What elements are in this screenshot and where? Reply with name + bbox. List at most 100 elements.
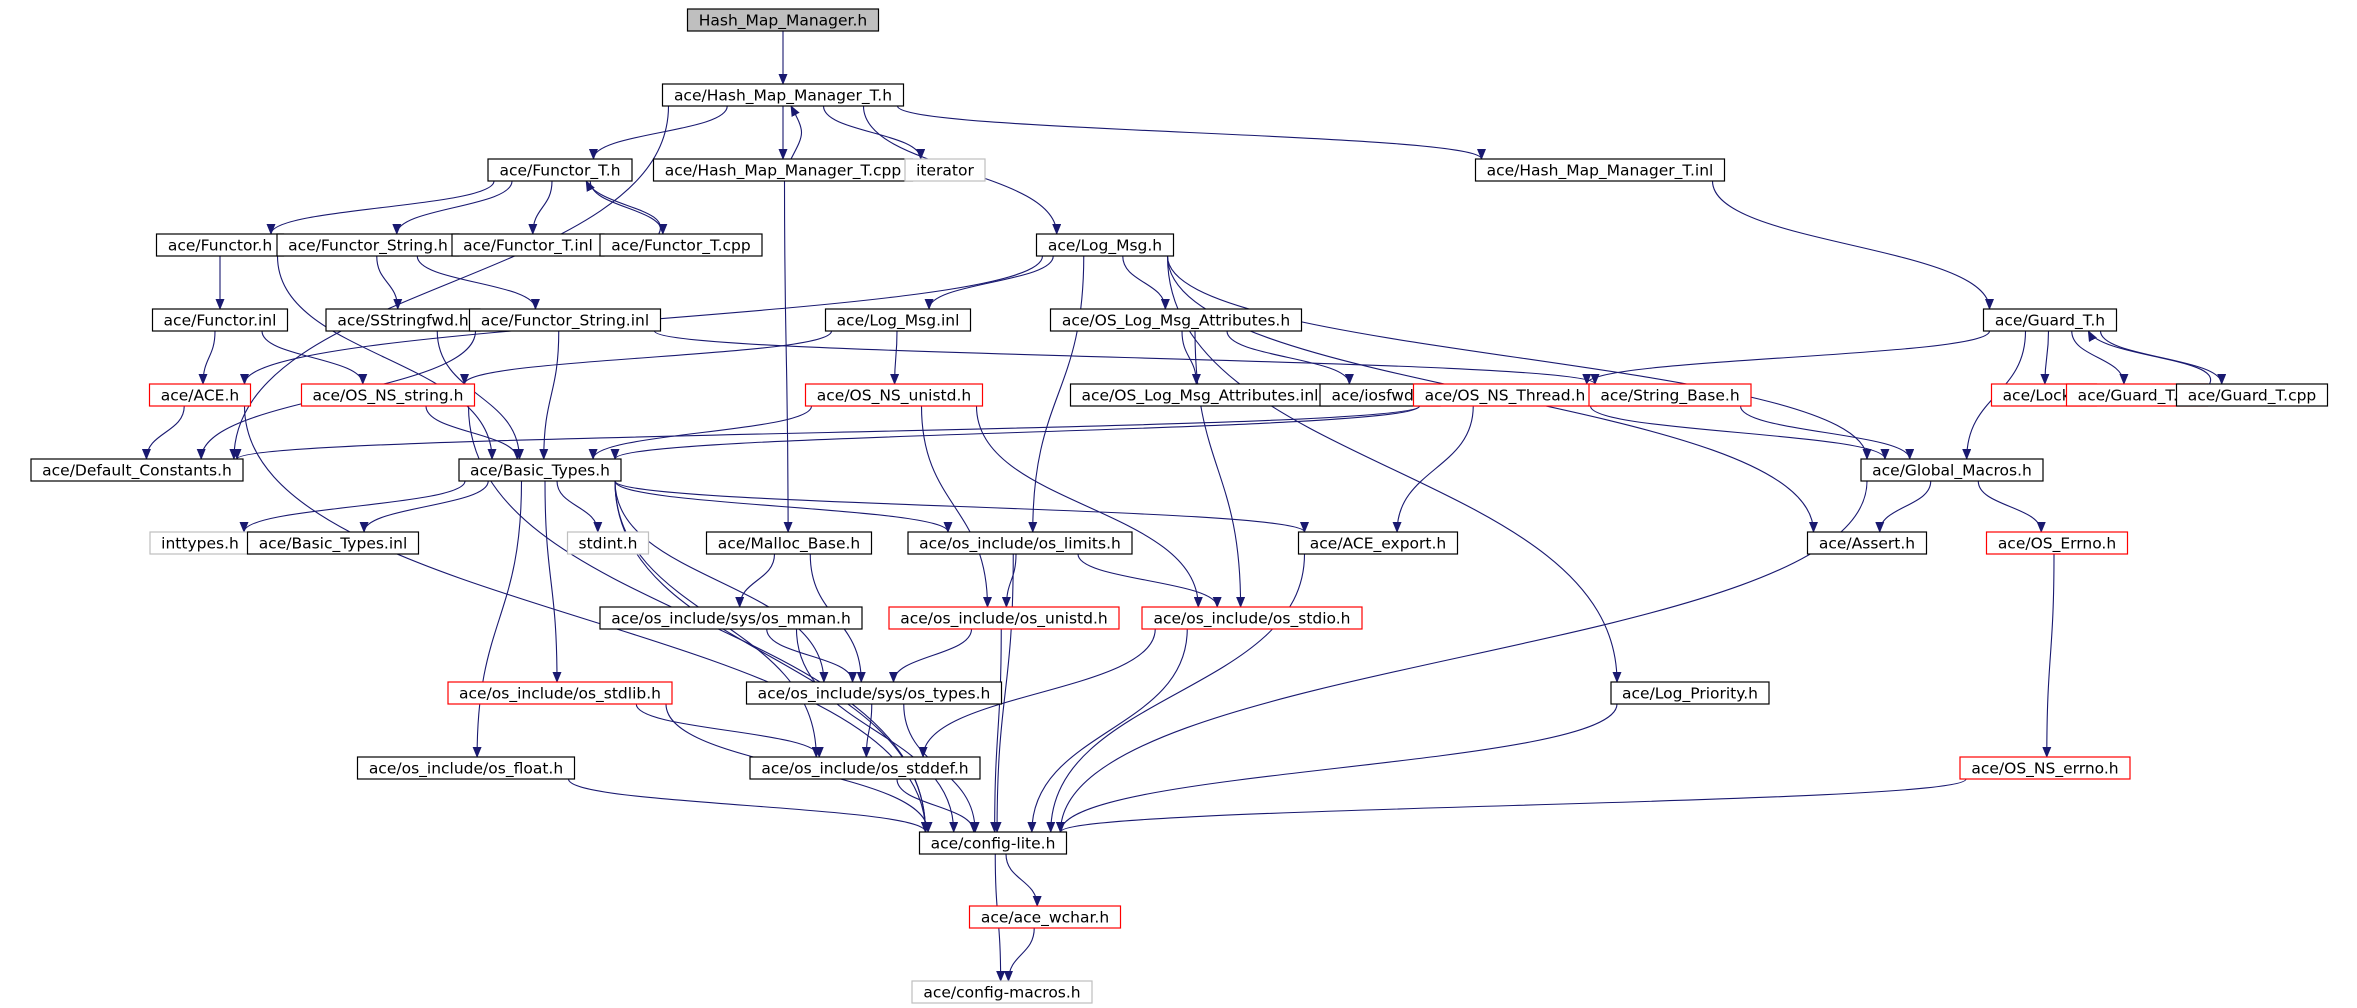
node-log-priority[interactable]: ace/Log_Priority.h — [1610, 681, 1770, 705]
node-functor-t-inl[interactable]: ace/Functor_T.inl — [451, 233, 605, 257]
edge-functor_inl-to-os_ns_string — [261, 330, 368, 385]
node-ace-h[interactable]: ace/ACE.h — [148, 383, 252, 407]
node-guard-t-h[interactable]: ace/Guard_T.h — [1982, 308, 2118, 332]
node-assert-h[interactable]: ace/Assert.h — [1806, 531, 1928, 555]
node-sstringfwd[interactable]: ace/SStringfwd.h — [325, 308, 481, 332]
node-label: ace/OS_NS_Thread.h — [1425, 387, 1586, 406]
edge-malloc_base-to-sys_os_mman — [735, 553, 776, 608]
node-label: ace/Log_Msg.h — [1048, 237, 1162, 256]
node-box — [447, 681, 673, 705]
node-box — [1588, 383, 1752, 407]
node-guard-t-cpp[interactable]: ace/Guard_T.cpp — [2175, 383, 2329, 407]
node-os-float[interactable]: ace/os_include/os_float.h — [356, 756, 576, 780]
node-os-ns-thread[interactable]: ace/OS_NS_Thread.h — [1412, 383, 1598, 407]
node-stdint: stdint.h — [566, 531, 650, 555]
node-os-limits[interactable]: ace/os_include/os_limits.h — [907, 531, 1133, 555]
edge-config_lite-to-ace_wchar — [1005, 853, 1042, 907]
edge-os_log_msg_attr_h-to-iosfwd — [1226, 330, 1354, 385]
node-os-stddef[interactable]: ace/os_include/os_stddef.h — [749, 756, 981, 780]
node-string-base[interactable]: ace/String_Base.h — [1588, 383, 1752, 407]
node-box — [599, 606, 863, 630]
node-hmmt-cpp[interactable]: ace/Hash_Map_Manager_T.cpp — [652, 158, 914, 182]
node-label: ace/Functor_T.h — [499, 162, 620, 181]
node-label: ace/ACE_export.h — [1310, 535, 1446, 554]
node-label: ace/Functor_String.h — [288, 237, 448, 256]
node-box — [968, 905, 1122, 929]
node-os-ns-string[interactable]: ace/OS_NS_string.h — [300, 383, 476, 407]
node-box — [888, 606, 1120, 630]
node-default-constants[interactable]: ace/Default_Constants.h — [30, 458, 244, 482]
node-os-log-msg-attr-inl[interactable]: ace/OS_Log_Msg_Attributes.inl — [1069, 383, 1331, 407]
edge-functor_string_h-to-functor_string_inl — [416, 255, 540, 310]
edge-os_ns_thread-to-default_constants — [232, 405, 1421, 460]
node-global-macros[interactable]: ace/Global_Macros.h — [1860, 458, 2044, 482]
node-functor-string-inl[interactable]: ace/Functor_String.inl — [468, 308, 662, 332]
node-os-stdio[interactable]: ace/os_include/os_stdio.h — [1141, 606, 1363, 630]
node-functor-h[interactable]: ace/Functor.h — [155, 233, 285, 257]
node-os-log-msg-attr-h[interactable]: ace/OS_Log_Msg_Attributes.h — [1049, 308, 1303, 332]
node-basic-types-inl[interactable]: ace/Basic_Types.inl — [246, 531, 420, 555]
node-label: ace/Assert.h — [1819, 535, 1915, 553]
node-label: inttypes.h — [161, 535, 239, 553]
edge-ace_h-to-default_constants — [141, 405, 185, 460]
node-malloc-base[interactable]: ace/Malloc_Base.h — [705, 531, 873, 555]
node-label: ace/Hash_Map_Manager_T.cpp — [665, 162, 902, 181]
node-ace-export[interactable]: ace/ACE_export.h — [1297, 531, 1459, 555]
node-box — [749, 756, 981, 780]
edge-global_macros-to-config_lite — [1056, 480, 1868, 833]
node-config-lite[interactable]: ace/config-lite.h — [918, 831, 1068, 855]
node-box — [1297, 531, 1459, 555]
edge-os_stdio-to-os_stddef — [918, 628, 1156, 758]
edge-os_ns_thread-to-basic_types_h — [610, 405, 1421, 460]
node-log-msg-h[interactable]: ace/Log_Msg.h — [1035, 233, 1175, 257]
edge-os_float-to-config_lite — [567, 778, 930, 833]
node-basic-types-h[interactable]: ace/Basic_Types.h — [458, 458, 622, 482]
node-guard-t-inl[interactable]: ace/Guard_T.inl — [2065, 383, 2209, 407]
edge-log_msg_inl-to-os_ns_unistd — [890, 330, 900, 385]
node-os-stdlib[interactable]: ace/os_include/os_stdlib.h — [447, 681, 673, 705]
node-functor-inl[interactable]: ace/Functor.inl — [151, 308, 289, 332]
node-label: ace/os_include/sys/os_mman.h — [611, 610, 851, 629]
edge-global_macros-to-os_errno_ace — [1977, 480, 2046, 533]
node-box — [356, 756, 576, 780]
node-label: ace/config-macros.h — [923, 984, 1080, 1002]
node-root[interactable]: Hash_Map_Manager.h — [686, 8, 880, 32]
node-box — [487, 158, 633, 182]
node-os-unistd[interactable]: ace/os_include/os_unistd.h — [888, 606, 1120, 630]
node-hmmt-inl[interactable]: ace/Hash_Map_Manager_T.inl — [1474, 158, 1726, 182]
node-box — [300, 383, 476, 407]
dependency-edges — [141, 30, 2227, 982]
node-label: ace/Malloc_Base.h — [718, 535, 861, 554]
node-box — [1806, 531, 1928, 555]
node-hmmt-h[interactable]: ace/Hash_Map_Manager_T.h — [661, 83, 905, 107]
node-box — [458, 458, 622, 482]
node-box — [1860, 458, 2044, 482]
edge-os_unistd-to-sys_os_types — [889, 628, 973, 683]
node-label: ace/String_Base.h — [1600, 387, 1739, 406]
node-label: Hash_Map_Manager.h — [699, 12, 868, 31]
node-box — [705, 531, 873, 555]
node-functor-t-h[interactable]: ace/Functor_T.h — [487, 158, 633, 182]
node-label: ace/Log_Priority.h — [1622, 685, 1758, 704]
node-box — [246, 531, 420, 555]
edge-hmmt_h-to-functor_t_h — [589, 105, 728, 160]
edge-functor_string_h-to-sstringfwd — [376, 255, 403, 310]
node-sys-os-types[interactable]: ace/os_include/sys/os_types.h — [745, 681, 1003, 705]
node-label: ace/ace_wchar.h — [981, 909, 1109, 928]
node-box — [1985, 531, 2129, 555]
node-label: ace/OS_Errno.h — [1998, 535, 2116, 554]
node-label: ace/Functor_T.inl — [463, 237, 593, 256]
edge-basic_types_h-to-ace_export — [614, 480, 1309, 533]
node-label: ace/Basic_Types.h — [470, 462, 610, 481]
edge-basic_types_h-to-os_float — [472, 480, 523, 758]
node-functor-t-cpp[interactable]: ace/Functor_T.cpp — [599, 233, 763, 257]
node-os-ns-errno[interactable]: ace/OS_NS_errno.h — [1959, 756, 2131, 780]
node-log-msg-inl[interactable]: ace/Log_Msg.inl — [824, 308, 972, 332]
node-functor-string-h[interactable]: ace/Functor_String.h — [276, 233, 460, 257]
node-ace-wchar[interactable]: ace/ace_wchar.h — [968, 905, 1122, 929]
node-sys-os-mman[interactable]: ace/os_include/sys/os_mman.h — [599, 606, 863, 630]
node-os-errno-ace[interactable]: ace/OS_Errno.h — [1985, 531, 2129, 555]
node-os-ns-unistd[interactable]: ace/OS_NS_unistd.h — [804, 383, 984, 407]
node-box — [2175, 383, 2329, 407]
